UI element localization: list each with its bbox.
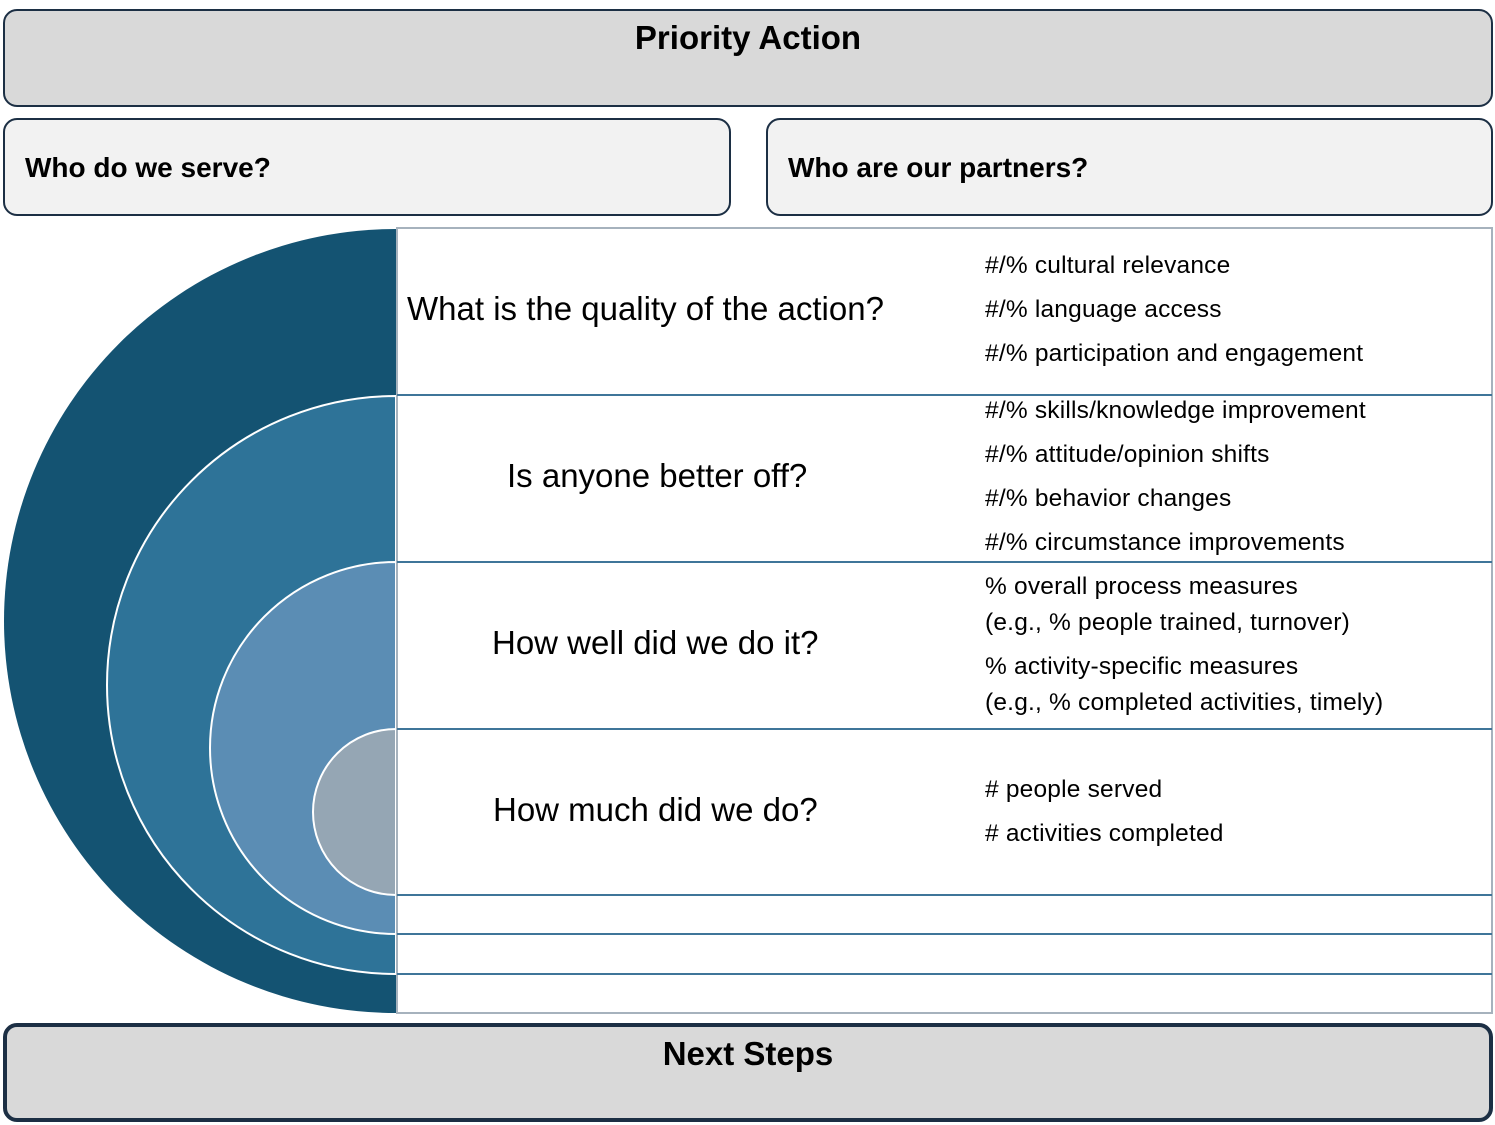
- next-steps-title: Next Steps: [662, 1035, 834, 1072]
- measure-item: % overall process measures: [985, 573, 1298, 600]
- who-partners-box: Who are our partners?: [766, 118, 1493, 216]
- measure-item: #/% attitude/opinion shifts: [985, 441, 1270, 468]
- priority-action-box: Priority Action: [3, 9, 1493, 107]
- measures-table: [396, 227, 1493, 1014]
- measure-item: # activities completed: [985, 820, 1224, 847]
- measure-item: # people served: [985, 776, 1163, 803]
- who-partners-label: Who are our partners?: [788, 152, 1089, 183]
- next-steps-box: Next Steps: [3, 1023, 1493, 1122]
- measure-item: (e.g., % people trained, turnover): [985, 609, 1350, 636]
- measure-item: #/% participation and engagement: [985, 340, 1364, 367]
- question-how-well: How well did we do it?: [492, 624, 819, 661]
- question-better-off: Is anyone better off?: [507, 457, 808, 494]
- question-how-much: How much did we do?: [493, 791, 818, 828]
- measure-item: (e.g., % completed activities, timely): [985, 689, 1384, 716]
- who-serve-label: Who do we serve?: [25, 152, 271, 183]
- measure-item: #/% circumstance improvements: [985, 529, 1345, 556]
- measure-item: #/% skills/knowledge improvement: [985, 397, 1366, 424]
- measure-item: #/% language access: [985, 296, 1222, 323]
- inner-semicircle: [312, 727, 397, 897]
- measure-item: % activity-specific measures: [985, 653, 1299, 680]
- who-serve-box: Who do we serve?: [3, 118, 731, 216]
- measure-item: #/% behavior changes: [985, 485, 1232, 512]
- measure-item: #/% cultural relevance: [985, 252, 1231, 279]
- question-quality: What is the quality of the action?: [407, 290, 884, 327]
- priority-action-title: Priority Action: [634, 19, 862, 56]
